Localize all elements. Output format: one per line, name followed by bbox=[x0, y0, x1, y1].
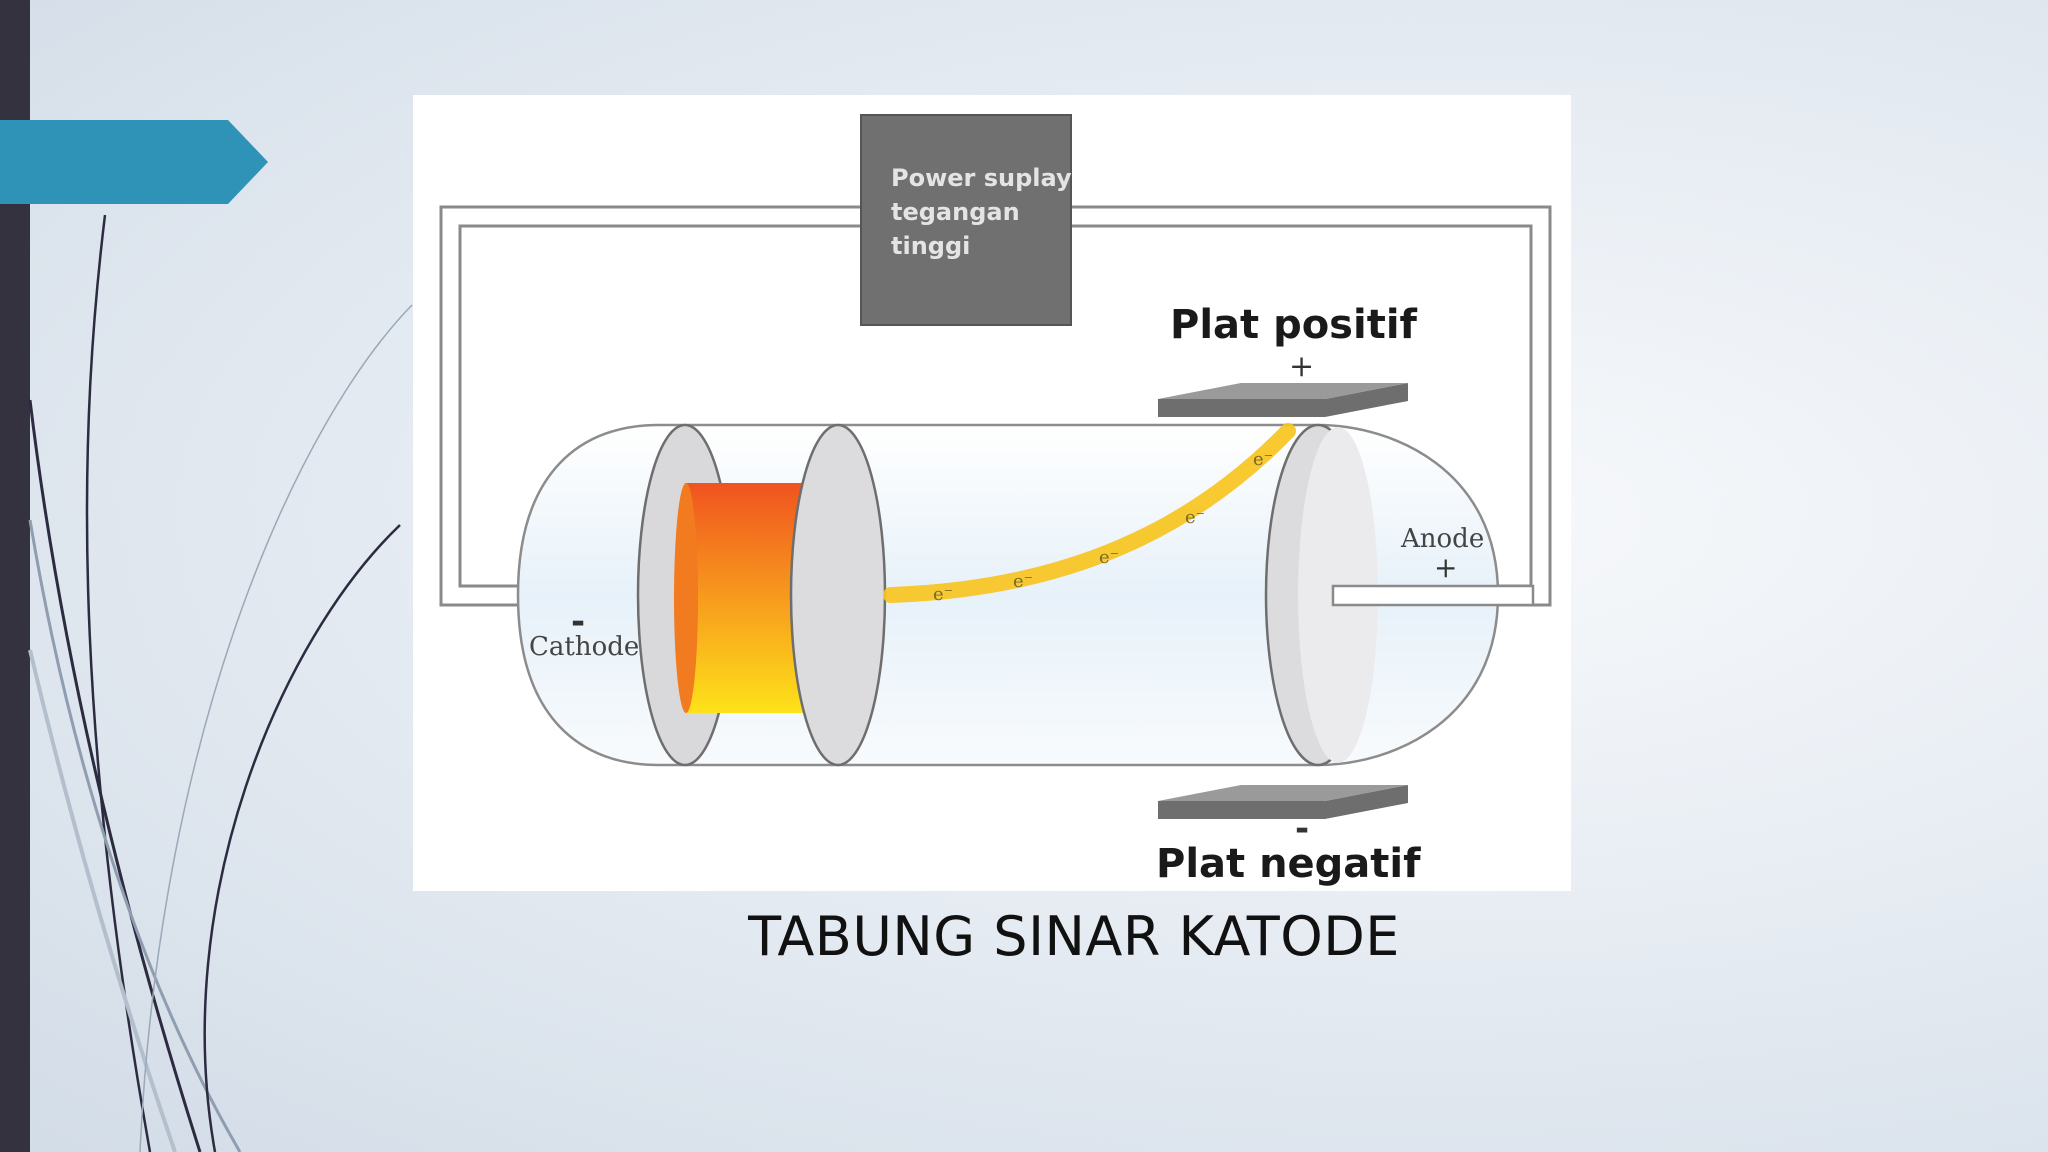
cathode-sign: - bbox=[571, 602, 585, 642]
power-supply-label: Power suplay tegangan tinggi bbox=[891, 164, 1072, 260]
accent-tab-arrow bbox=[0, 120, 268, 204]
electron-beam bbox=[883, 423, 1296, 603]
electron-label: e⁻ bbox=[933, 584, 953, 605]
negative-plate bbox=[1158, 785, 1408, 819]
anode-rod-outline bbox=[1331, 584, 1535, 607]
power-supply-line-1: Power suplay bbox=[891, 164, 1072, 192]
electron-label: e⁻ bbox=[1185, 507, 1205, 528]
electron-labels: e⁻ e⁻ e⁻ e⁻ e⁻ bbox=[933, 449, 1273, 605]
plate-negative-sign: - bbox=[1295, 809, 1309, 849]
electron-label: e⁻ bbox=[1013, 571, 1033, 592]
power-supply-box bbox=[860, 114, 1072, 326]
electron-label: e⁻ bbox=[1253, 449, 1273, 470]
focusing-disc bbox=[789, 423, 887, 767]
power-supply-line-3: tinggi bbox=[891, 232, 970, 260]
cathode-ray-tube-figure: e⁻ e⁻ e⁻ e⁻ e⁻ Power suplay tegangan tin… bbox=[413, 95, 1571, 891]
cathode-label: Cathode bbox=[529, 632, 639, 662]
electron-label: e⁻ bbox=[1099, 547, 1119, 568]
plate-positive-label: Plat positif bbox=[1170, 302, 1418, 348]
plate-positive-sign: + bbox=[1289, 349, 1314, 384]
coil-left-rim bbox=[674, 483, 698, 713]
positive-plate bbox=[1158, 383, 1408, 417]
power-supply-line-2: tegangan bbox=[891, 198, 1020, 226]
plate-negative-label: Plat negatif bbox=[1156, 841, 1421, 887]
anode-sign: + bbox=[1434, 551, 1457, 584]
anode-label: Anode bbox=[1400, 524, 1484, 554]
decorative-curves bbox=[28, 214, 413, 1152]
slide-caption: TABUNG SINAR KATODE bbox=[748, 905, 1400, 968]
